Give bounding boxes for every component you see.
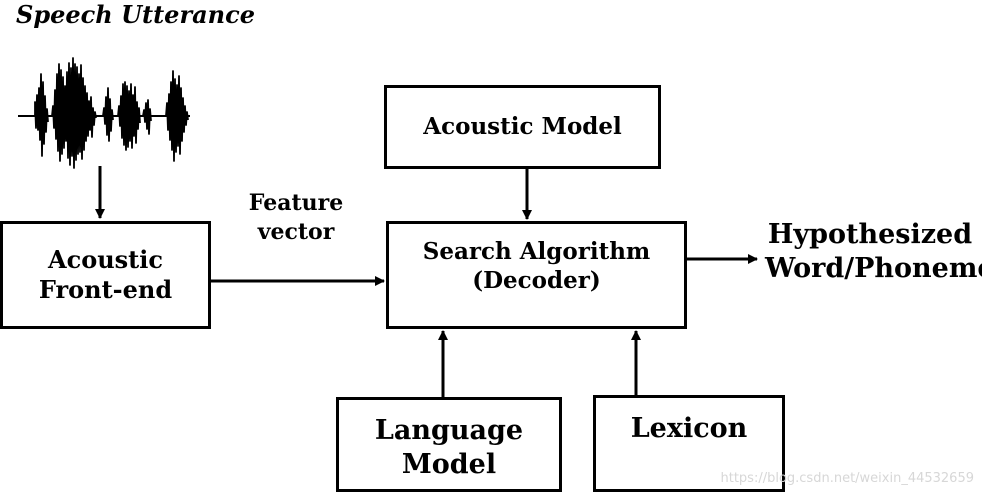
acoustic-model-label: Acoustic Model <box>423 112 622 140</box>
lexicon-label: Lexicon <box>630 413 748 444</box>
acoustic-front-end-box: Acoustic Front-end <box>0 221 211 329</box>
lexicon-box: Lexicon <box>593 395 785 492</box>
acoustic-front-end-label: Acoustic Front-end <box>38 245 173 304</box>
search-algorithm-label: Search Algorithm (Decoder) <box>422 238 651 294</box>
language-model-box: Language Model <box>336 397 562 492</box>
acoustic-model-box: Acoustic Model <box>384 85 661 169</box>
language-model-label: Language Model <box>374 415 524 480</box>
feature-vector-label: Feature vector <box>248 190 344 246</box>
speech-waveform <box>18 57 190 169</box>
hypothesized-output-label: Hypothesized Word/Phoneme <box>765 219 982 284</box>
watermark: https://blog.csdn.net/weixin_44532659 <box>720 471 974 486</box>
speech-utterance-title: Speech Utterance <box>16 0 255 29</box>
search-algorithm-box: Search Algorithm (Decoder) <box>386 221 687 329</box>
